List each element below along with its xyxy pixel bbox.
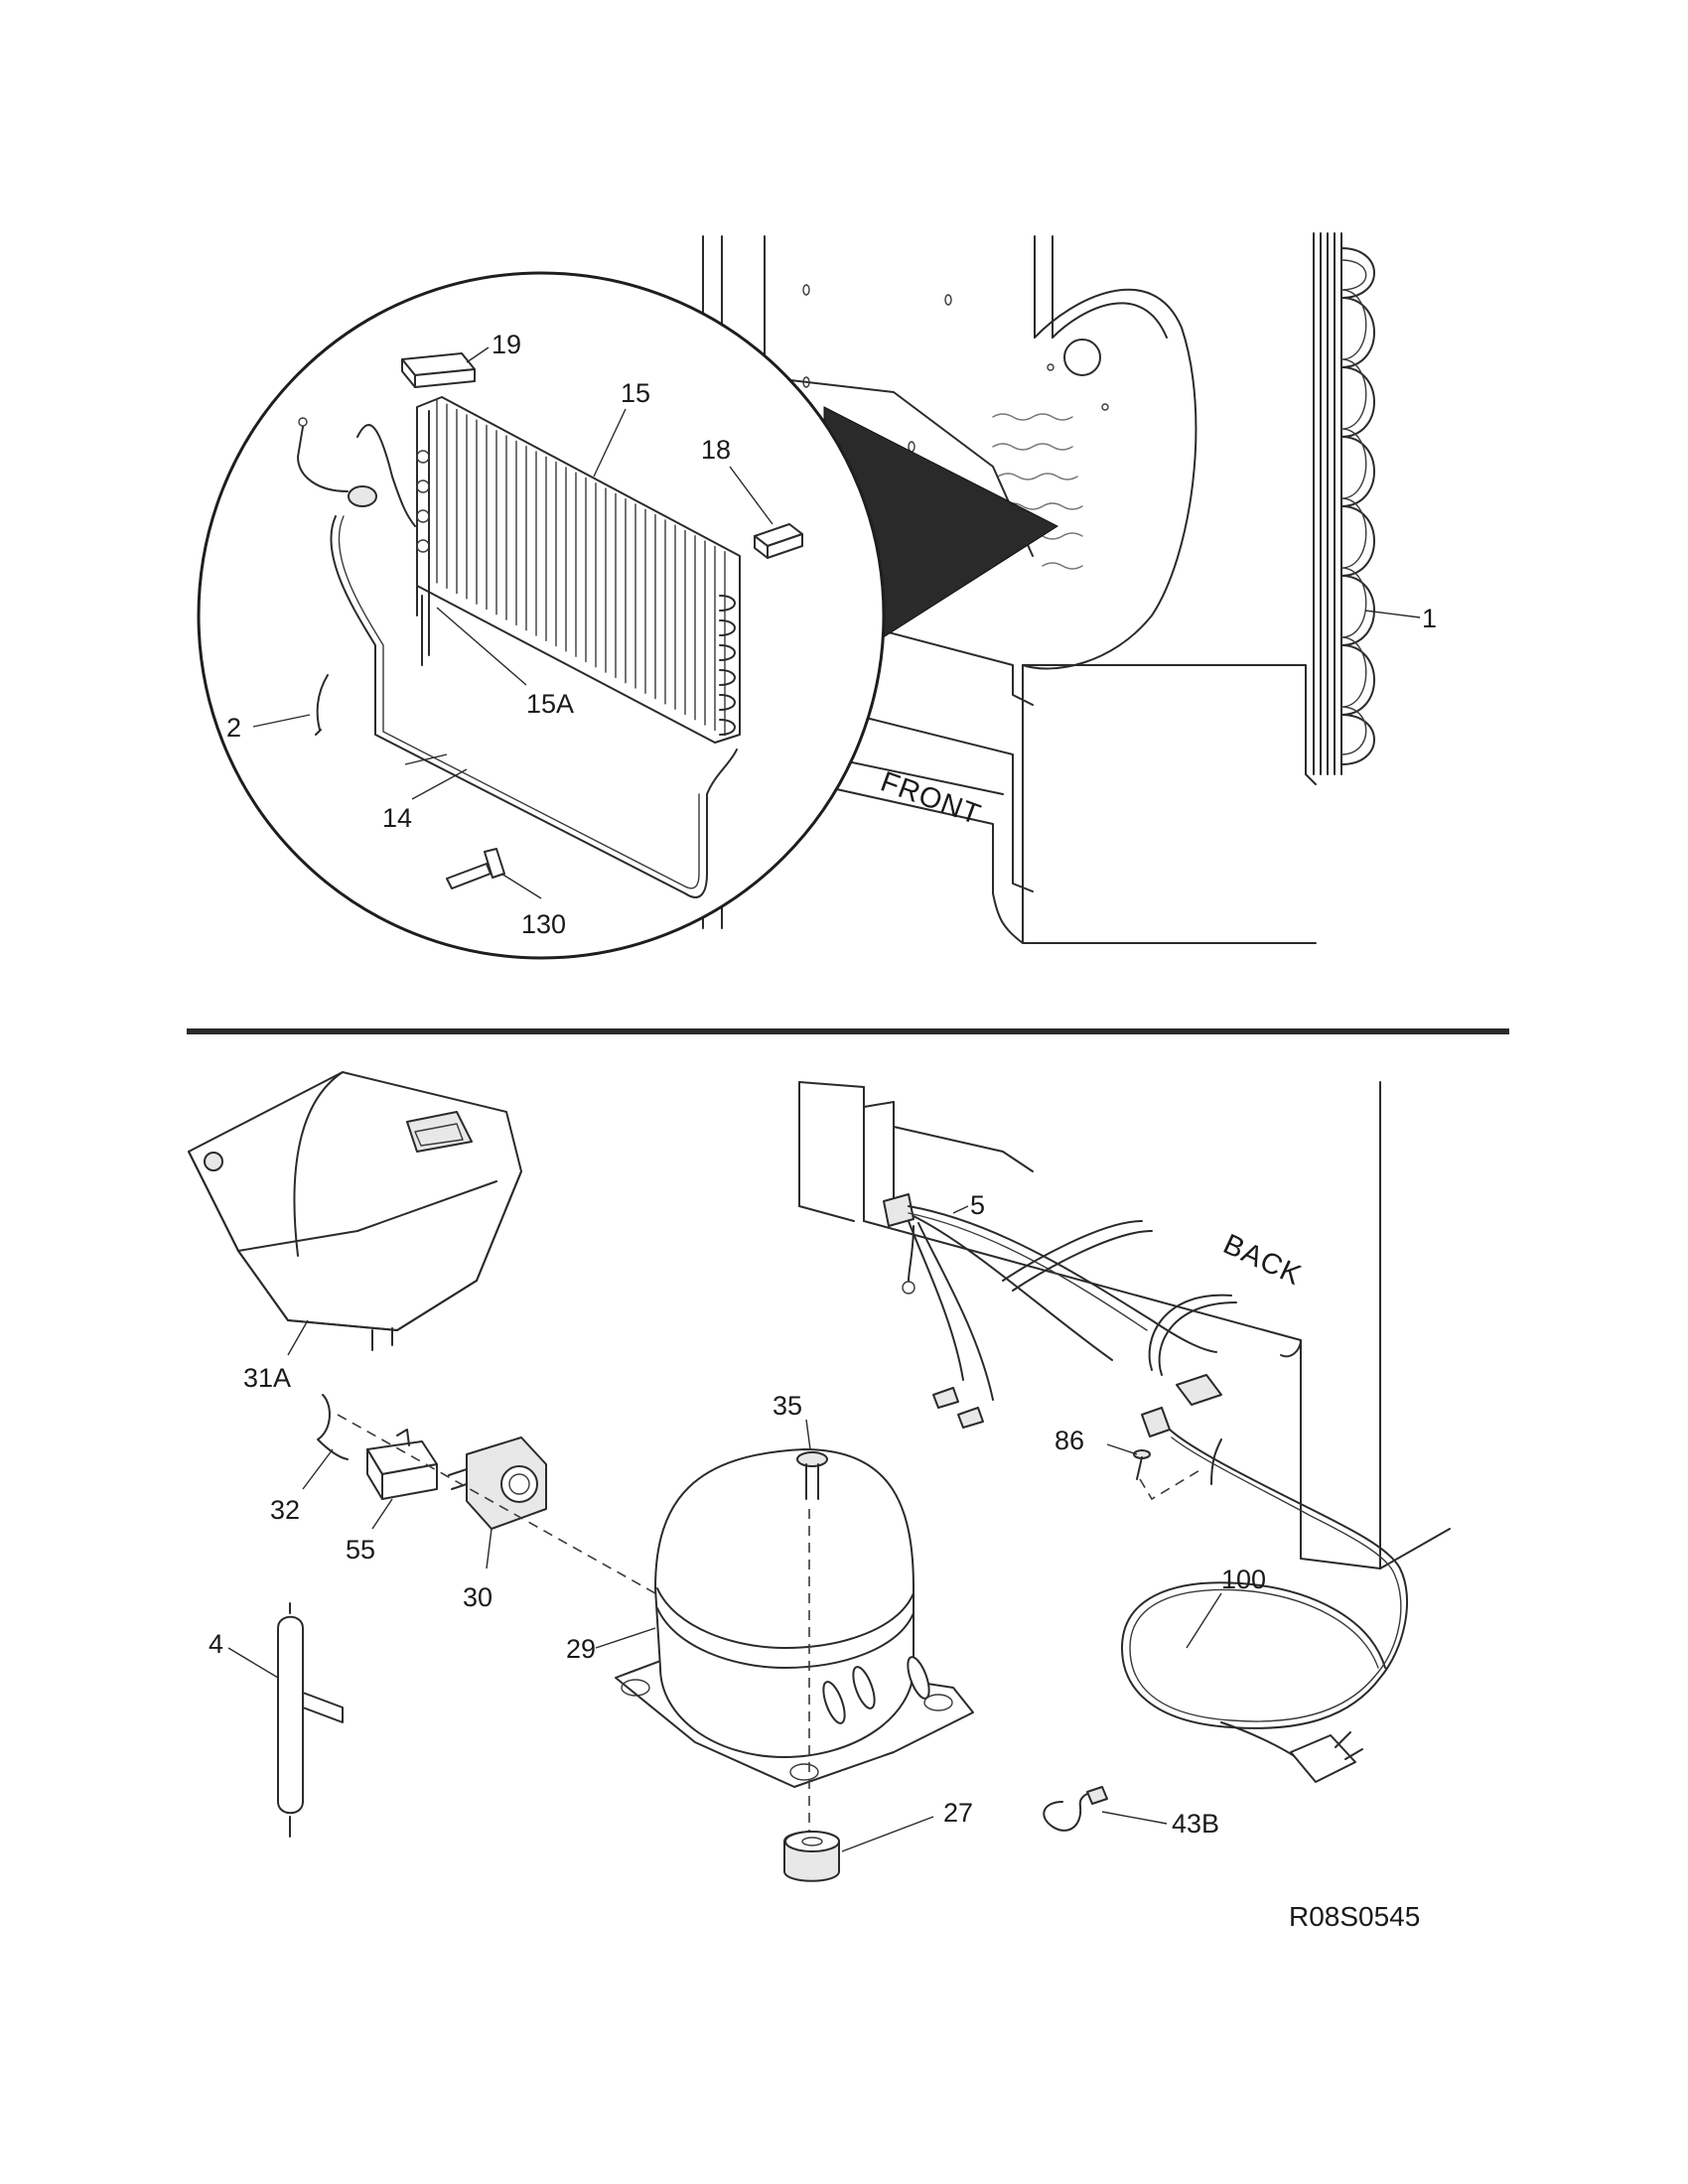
power-cord-100 [1121,1407,1409,1783]
grommet-27 [783,1831,840,1882]
part-label-18: 18 [701,435,731,465]
back-orientation-label: BACK [1218,1228,1307,1292]
drain-pan-31a [188,1071,522,1351]
part-label-130: 130 [521,909,566,939]
part-label-15a: 15A [526,689,574,719]
part-label-30: 30 [463,1582,492,1612]
fitting-130 [446,848,505,889]
part-label-86: 86 [1055,1426,1084,1455]
part-label-35: 35 [773,1391,802,1421]
compressor-29 [615,1448,974,1846]
condenser-coil [1313,232,1375,775]
defrost-sensor-15a [297,417,416,527]
part-label-31a: 31A [243,1363,291,1393]
bolt-35 [796,1451,828,1500]
defrost-heater-14 [330,515,738,898]
part-label-32: 32 [270,1495,300,1525]
part-label-100: 100 [1221,1565,1266,1594]
part-label-55: 55 [346,1535,375,1565]
part-label-1: 1 [1422,604,1437,633]
evaporator-cover-19 [401,352,476,388]
evaporator-15 [416,396,741,744]
filter-drier-4 [277,1602,344,1838]
part-label-15: 15 [621,378,650,408]
part-label-5: 5 [970,1190,985,1220]
wire-harness-5 [883,1193,1237,1429]
overload-relay-55 [366,1429,438,1500]
part-label-14: 14 [382,803,412,833]
part-label-43b: 43B [1172,1809,1219,1839]
part-label-27: 27 [943,1798,973,1828]
screw-86 [1133,1449,1151,1480]
clip-32 [317,1394,349,1460]
part-label-4: 4 [209,1629,223,1659]
part-label-2: 2 [226,713,241,743]
diagram-code: R08S0545 [1289,1901,1420,1932]
front-orientation-label: FRONT [877,766,985,832]
part-label-19: 19 [492,330,521,359]
start-relay-30 [448,1436,547,1530]
clip-2 [315,674,329,736]
evaporator-block-18 [754,523,803,559]
cord-clip-43b [1043,1786,1108,1832]
part-label-29: 29 [566,1634,596,1664]
section-divider [187,1028,1509,1034]
